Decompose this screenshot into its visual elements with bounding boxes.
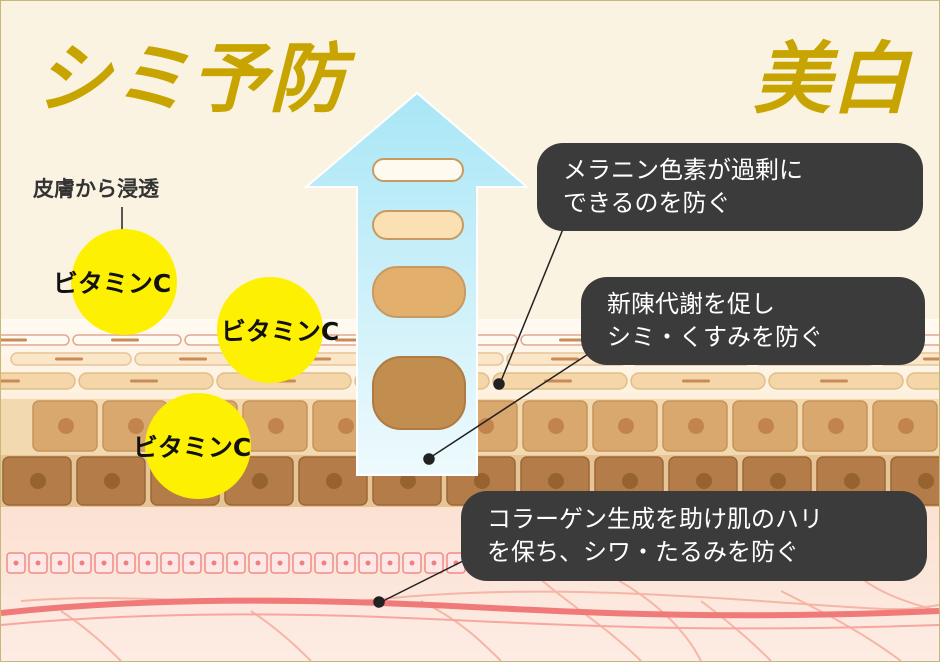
capillary-nucleus	[13, 560, 19, 566]
cell-nucleus	[55, 357, 83, 361]
callout-collagen-line1: コラーゲン生成を助け肌のハリ	[487, 504, 823, 533]
callout-melanin: メラニン色素が過剰に できるのを防ぐ	[537, 143, 923, 231]
blood-vessel	[1, 597, 939, 619]
cell-nucleus	[844, 473, 860, 489]
callout-2-pointer-line	[430, 346, 600, 458]
callout-metabolism: 新陳代謝を促し シミ・くすみを防ぐ	[581, 277, 925, 365]
callout-metabolism-line2: シミ・くすみを防ぐ	[607, 323, 823, 351]
cell-nucleus	[618, 418, 634, 434]
capillary-nucleus	[145, 560, 151, 566]
vitamin-c-bubble-2: ビタミンC	[217, 277, 339, 383]
cell-nucleus	[548, 418, 564, 434]
vitamin-c-label: ビタミンC	[220, 317, 340, 346]
capillary-nucleus	[299, 560, 305, 566]
cell-nucleus	[918, 473, 934, 489]
skin-cell	[1, 372, 76, 390]
capillary-nucleus	[343, 560, 349, 566]
title-whitening: 美白	[752, 34, 909, 125]
callout-1-pointer-dot	[493, 378, 505, 390]
permeate-label: 皮膚から浸透	[33, 177, 159, 201]
callout-1-pointer-line	[500, 228, 564, 382]
callout-3-pointer-line	[382, 556, 472, 602]
cell-nucleus	[770, 473, 786, 489]
blood-vessel-edge	[1, 613, 939, 630]
cell-nucleus	[252, 473, 268, 489]
cell-nucleus	[688, 418, 704, 434]
callout-melanin-line2: できるのを防ぐ	[563, 189, 731, 217]
cell-nucleus	[898, 418, 914, 434]
callout-2-pointer-dot	[423, 453, 435, 465]
cell-nucleus	[111, 338, 139, 342]
capillary-nucleus	[79, 560, 85, 566]
callout-collagen-line2: を保ち、シワ・たるみを防ぐ	[487, 538, 799, 566]
cell-nucleus	[559, 338, 587, 342]
capillary-nucleus	[123, 560, 129, 566]
capillary-nucleus	[431, 560, 437, 566]
melanin-stage-4	[372, 356, 466, 430]
capillary-nucleus	[189, 560, 195, 566]
capillary-nucleus	[277, 560, 283, 566]
cell-nucleus	[478, 418, 494, 434]
cell-nucleus	[1, 338, 27, 342]
cell-nucleus	[923, 357, 939, 361]
capillary-nucleus	[211, 560, 217, 566]
cell-nucleus	[128, 418, 144, 434]
cell-nucleus	[104, 473, 120, 489]
cell-nucleus	[1, 379, 20, 383]
cell-nucleus	[130, 379, 158, 383]
cell-nucleus	[682, 379, 710, 383]
cell-nucleus	[400, 473, 416, 489]
capillary-nucleus	[101, 560, 107, 566]
capillary-nucleus	[35, 560, 41, 566]
cell-nucleus	[179, 357, 207, 361]
capillary-nucleus	[387, 560, 393, 566]
cell-nucleus	[268, 418, 284, 434]
melanin-stage-1	[372, 158, 464, 182]
cell-nucleus	[551, 357, 579, 361]
skin-cell	[906, 372, 939, 390]
title-spot-prevention: シミ予防	[35, 34, 347, 123]
callout-3-pointer-dot	[373, 596, 385, 608]
vitamin-c-label: ビタミンC	[52, 269, 172, 298]
cell-nucleus	[548, 473, 564, 489]
capillary-nucleus	[167, 560, 173, 566]
melanin-stage-3	[372, 266, 466, 318]
capillary-nucleus	[365, 560, 371, 566]
capillary-nucleus	[321, 560, 327, 566]
callout-metabolism-line1: 新陳代謝を促し	[607, 289, 775, 318]
cell-nucleus	[474, 473, 490, 489]
cell-nucleus	[828, 418, 844, 434]
cell-nucleus	[58, 418, 74, 434]
capillary-nucleus	[57, 560, 63, 566]
melanin-stage-2	[372, 210, 464, 240]
capillary-nucleus	[409, 560, 415, 566]
skin-cell	[1, 334, 70, 346]
cell-nucleus	[338, 418, 354, 434]
vitamin-c-label: ビタミンC	[132, 433, 252, 462]
cell-nucleus	[758, 418, 774, 434]
cell-nucleus	[326, 473, 342, 489]
callout-melanin-line1: メラニン色素が過剰に	[563, 155, 803, 184]
cell-nucleus	[622, 473, 638, 489]
cell-nucleus	[30, 473, 46, 489]
callout-collagen: コラーゲン生成を助け肌のハリ を保ち、シワ・たるみを防ぐ	[461, 491, 927, 581]
vitamin-c-bubble-3: ビタミンC	[133, 393, 251, 499]
vitamin-c-bubble-1: ビタミンC	[53, 229, 177, 335]
capillary-nucleus	[233, 560, 239, 566]
cell-nucleus	[820, 379, 848, 383]
cell-nucleus	[696, 473, 712, 489]
capillary-nucleus	[255, 560, 261, 566]
cell-nucleus	[544, 379, 572, 383]
